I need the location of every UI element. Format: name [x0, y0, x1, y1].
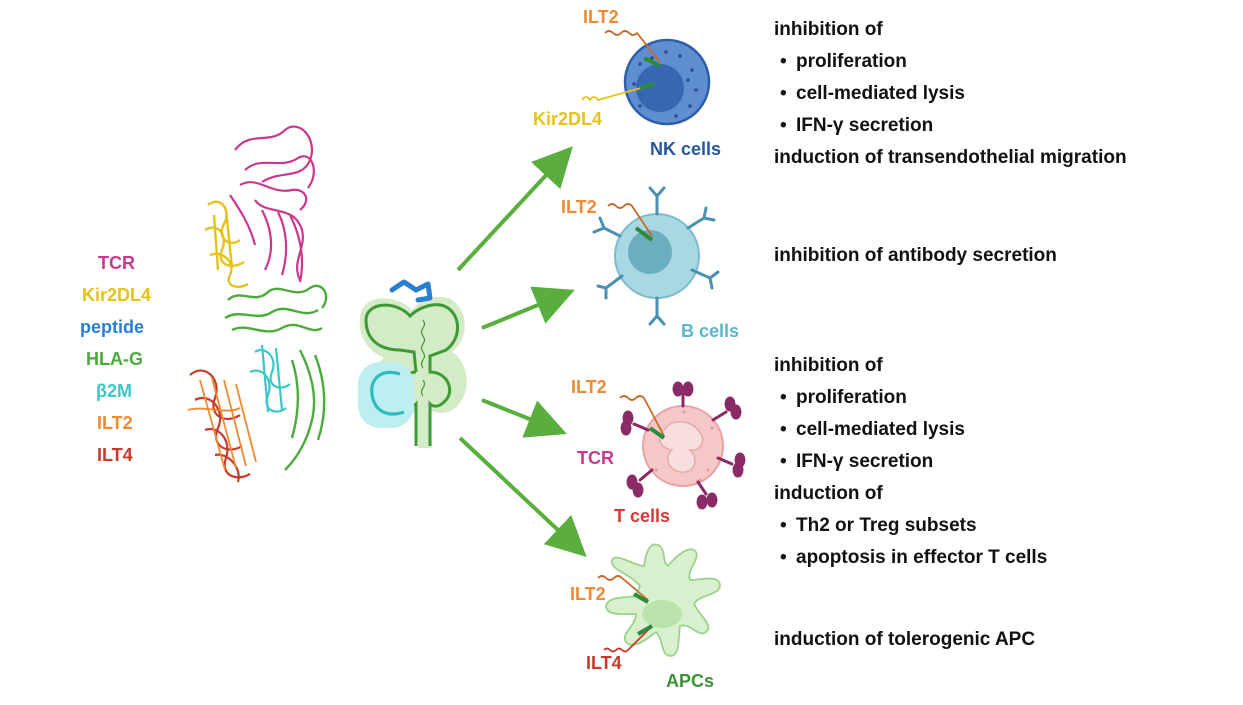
apc-ilt2-receptor [597, 575, 649, 601]
apc-effects-head: induction of tolerogenic APC [774, 629, 1036, 650]
b2m-ribbon [249, 344, 291, 413]
b-ilt2-receptor [607, 203, 653, 237]
list-item: apoptosis in effector T cells [774, 542, 1047, 574]
apcs-label: APCs [666, 671, 715, 691]
nk-kir2dl4-receptor [581, 85, 649, 102]
arrow-to-t [481, 398, 567, 438]
nk-effects-list: proliferation cell-mediated lysis IFN-γ … [774, 46, 1127, 142]
b-cells-label: B cells [681, 321, 740, 341]
legend-kir2dl4: Kir2DL4 [82, 285, 152, 305]
ilt2-ribbon [187, 377, 257, 471]
apc-ilt2-label: ILT2 [570, 584, 606, 604]
arrows [456, 146, 587, 557]
legend-peptide: peptide [80, 317, 145, 337]
nk-cells-label: NK cells [650, 139, 722, 159]
apc-ilt4-receptor [603, 625, 653, 653]
ilt-ribbon [189, 369, 251, 483]
nk-effects-tail: induction of transendothelial migration [774, 147, 1127, 168]
list-item: IFN-γ secretion [774, 110, 1127, 142]
b2m-domain [370, 370, 405, 416]
t-cell [619, 381, 746, 510]
kir2dl4-ribbon [204, 200, 249, 288]
b-ilt2-label: ILT2 [561, 197, 597, 217]
nk-ilt2-label: ILT2 [583, 7, 619, 27]
list-item: proliferation [774, 46, 1127, 78]
list-item: Th2 or Treg subsets [774, 510, 1047, 542]
b-effects: inhibition of antibody secretion [774, 240, 1057, 272]
list-item: cell-mediated lysis [774, 414, 1047, 446]
arrow-to-b [481, 286, 575, 330]
t-ilt2-receptor [619, 395, 665, 437]
peptide [389, 279, 433, 303]
list-item: IFN-γ secretion [774, 446, 1047, 478]
legend-ilt2: ILT2 [97, 413, 133, 433]
t-effects-list: proliferation cell-mediated lysis IFN-γ … [774, 382, 1047, 478]
tcr-ribbon [229, 125, 315, 283]
t-effects-head2: induction of [774, 483, 883, 504]
hla-g-ribbon [224, 284, 328, 471]
legend-ilt4: ILT4 [97, 445, 133, 465]
apc-ilt4-label: ILT4 [586, 653, 622, 673]
t-effects-head: inhibition of [774, 355, 883, 376]
list-item: proliferation [774, 382, 1047, 414]
apc-cell [597, 543, 721, 657]
hla-g-heavy-chain [364, 303, 459, 446]
b-cell [592, 186, 720, 326]
legend-tcr: TCR [98, 253, 135, 273]
nk-effects-head: inhibition of [774, 19, 883, 40]
t-ilt2-label: ILT2 [571, 377, 607, 397]
t-tcr-label: TCR [577, 448, 614, 468]
t-effects-list2: Th2 or Treg subsets apoptosis in effecto… [774, 510, 1047, 574]
t-cells-label: T cells [614, 506, 671, 526]
apc-effects: induction of tolerogenic APC [774, 624, 1035, 656]
nk-cell [581, 30, 711, 126]
arrow-to-apc [458, 436, 587, 557]
list-item: cell-mediated lysis [774, 78, 1127, 110]
legend-b2m: β2M [96, 381, 132, 401]
hla-g-schematic [358, 279, 467, 448]
b-effects-head: inhibition of antibody secretion [774, 245, 1057, 266]
t-effects: inhibition of proliferation cell-mediate… [774, 350, 1047, 574]
hla-g-disulfide [420, 319, 426, 397]
nk-ilt2-receptor [604, 30, 661, 63]
nk-kir2dl4-label: Kir2DL4 [533, 109, 603, 129]
arrow-to-nk [456, 146, 573, 272]
protein-structure-image [187, 125, 328, 483]
nk-effects: inhibition of proliferation cell-mediate… [774, 14, 1127, 174]
legend-hla-g: HLA-G [86, 349, 143, 369]
